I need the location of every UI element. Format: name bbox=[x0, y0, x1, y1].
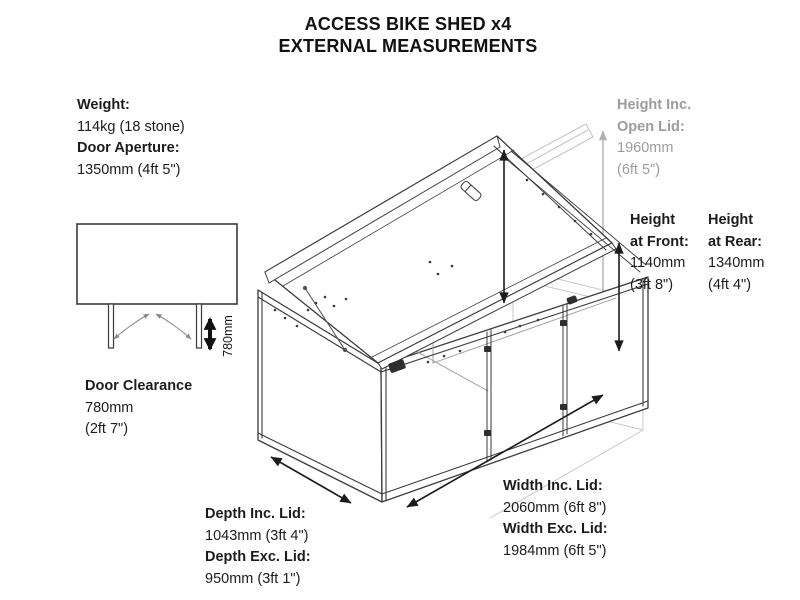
width-exc-lid-value: 1984mm (6ft 5") bbox=[503, 542, 607, 559]
door-swing-arrow-left bbox=[113, 313, 150, 340]
width-exc-lid-heading: Width Exc. Lid: bbox=[503, 521, 608, 537]
screw-dots bbox=[273, 178, 593, 364]
title-line-1: ACCESS BIKE SHED x4 bbox=[304, 14, 512, 34]
door-swing-arrow-right bbox=[155, 313, 192, 340]
door-clearance-heading: Door Clearance bbox=[85, 378, 193, 394]
height-inc-open-lid-heading-2: Open Lid: bbox=[617, 118, 685, 135]
weight-value: 114kg (18 stone) bbox=[77, 118, 185, 135]
shed-top-view bbox=[76, 223, 238, 305]
height-at-front-value-2: (3ft 8") bbox=[630, 276, 674, 293]
depth-arrow bbox=[270, 456, 352, 504]
depth-label: Depth Inc. Lid: 1043mm (3ft 4") Depth Ex… bbox=[205, 504, 311, 590]
title-line-2: EXTERNAL MEASUREMENTS bbox=[278, 36, 538, 56]
door-clearance-value-1: 780mm bbox=[85, 399, 134, 416]
weight-heading: Weight: bbox=[77, 97, 130, 113]
door-aperture-value: 1350mm (4ft 5") bbox=[77, 161, 181, 178]
width-arrow bbox=[406, 394, 604, 508]
height-inc-open-lid-value-2: (6ft 5") bbox=[617, 161, 661, 178]
height-at-front-value-1: 1140mm bbox=[630, 255, 686, 271]
depth-inc-lid-value: 1043mm (3ft 4") bbox=[205, 527, 309, 544]
door-leaf-right bbox=[195, 303, 203, 349]
height-at-rear-value-1: 1340mm bbox=[708, 255, 765, 271]
lid-latch bbox=[460, 181, 482, 201]
page-title: ACCESS BIKE SHED x4 EXTERNAL MEASUREMENT… bbox=[0, 13, 800, 57]
door-clearance-label: Door Clearance 780mm (2ft 7") bbox=[85, 376, 192, 441]
height-at-rear-heading-1: Height bbox=[708, 212, 754, 228]
height-at-front-label: Height at Front: 1140mm (3ft 8") bbox=[630, 210, 689, 296]
door-clearance-diagram: 780mm bbox=[76, 223, 238, 357]
height-at-front-heading-2: at Front: bbox=[630, 233, 689, 250]
door-aperture-heading: Door Aperture: bbox=[77, 140, 180, 156]
height-at-rear-heading-2: at Rear: bbox=[708, 233, 762, 250]
clearance-arrow-label: 780mm bbox=[221, 315, 235, 357]
height-at-rear-value-2: (4ft 4") bbox=[708, 276, 752, 293]
depth-exc-lid-value: 950mm (3ft 1") bbox=[205, 570, 301, 587]
height-inc-open-lid-value-1: 1960mm bbox=[617, 140, 674, 156]
width-inc-lid-value: 2060mm (6ft 8") bbox=[503, 499, 607, 516]
hinge-bracket bbox=[388, 295, 578, 373]
height-inc-open-lid-heading-1: Height Inc. bbox=[617, 97, 692, 113]
shed-lid bbox=[264, 135, 647, 373]
door-leaf-left bbox=[107, 303, 115, 349]
height-at-front-heading-1: Height bbox=[630, 212, 676, 228]
depth-exc-lid-heading: Depth Exc. Lid: bbox=[205, 549, 311, 565]
height-inc-open-lid-label: Height Inc. Open Lid: 1960mm (6ft 5") bbox=[617, 95, 691, 181]
lid-prop-arm bbox=[302, 285, 348, 353]
height-at-rear-label: Height at Rear: 1340mm (4ft 4") bbox=[708, 210, 764, 296]
weight-and-aperture-label: Weight: 114kg (18 stone) Door Aperture: … bbox=[77, 95, 185, 181]
depth-inc-lid-heading: Depth Inc. Lid: bbox=[205, 506, 306, 522]
door-clearance-value-2: (2ft 7") bbox=[85, 421, 129, 437]
width-label: Width Inc. Lid: 2060mm (6ft 8") Width Ex… bbox=[503, 476, 608, 562]
width-inc-lid-heading: Width Inc. Lid: bbox=[503, 478, 603, 494]
